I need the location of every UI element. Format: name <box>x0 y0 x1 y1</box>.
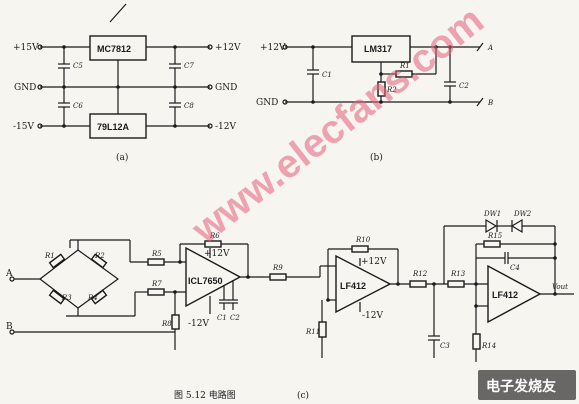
a-in-gnd-label: GND <box>14 83 36 93</box>
c-r8-label: R8 <box>161 320 172 328</box>
b-r2-label: R2 <box>386 86 397 94</box>
c-amp1-pos-label: +12V <box>204 249 230 259</box>
c-amp1-neg-label: -12V <box>188 319 209 329</box>
c-c1-label: C1 <box>217 314 227 322</box>
b-r1-label: R1 <box>399 62 410 70</box>
b-reg-label: LM317 <box>364 44 392 54</box>
b-in-pos-label: +12V <box>260 43 286 53</box>
c-r2-label: R2 <box>94 252 105 260</box>
c-amp2-label: LF412 <box>340 281 366 291</box>
c-dw1-label: DW1 <box>483 210 501 218</box>
a-reg-pos-label: MC7812 <box>97 44 131 54</box>
c-r9-label: R9 <box>272 264 283 272</box>
c-dw2-label: DW2 <box>513 210 532 218</box>
c-r10-label: R10 <box>355 236 371 244</box>
c-caption: (c) <box>297 390 309 401</box>
mc7812-regulator <box>89 35 147 61</box>
c-r15-label: R15 <box>487 232 503 240</box>
logo-text: 电子发烧友 <box>486 378 556 395</box>
panel-b: +12V GND LM317 C1 C2 R1 R2 A B (b) <box>256 35 493 163</box>
panel-a: +15V GND -15V MC7812 79L12A +12V GND -12… <box>13 3 241 163</box>
c-r13-label: R13 <box>450 270 466 278</box>
a-out-pos-label: +12V <box>215 43 241 53</box>
c-amp3-label: LF412 <box>492 290 518 300</box>
c-r7-label: R7 <box>151 280 162 288</box>
a-out-neg-label: -12V <box>215 122 236 132</box>
b-out-a-label: A <box>487 44 493 52</box>
c-r3-label: R3 <box>61 294 72 302</box>
a-in-neg-label: -15V <box>13 122 34 132</box>
c-c2-label: C2 <box>230 314 240 322</box>
c-amp2-neg-label: -12V <box>362 311 383 321</box>
a-c5-label: C5 <box>73 62 83 70</box>
b-c2-label: C2 <box>459 82 469 90</box>
c-r6-label: R6 <box>209 232 220 240</box>
b-caption: (b) <box>370 152 383 163</box>
a-in-pos-label: +15V <box>13 43 39 53</box>
site-logo: 电子发烧友 <box>478 370 576 400</box>
c-r14-label: R14 <box>481 342 496 350</box>
c-r12-label: R12 <box>412 270 428 278</box>
c-in-b-label: B <box>6 322 13 332</box>
c-amp1-label: ICL7650 <box>188 276 223 286</box>
a-c6-label: C6 <box>73 102 83 110</box>
c-r1-label: R1 <box>44 252 55 260</box>
bridge <box>39 249 120 309</box>
panel-c: A B R1 R2 R3 R4 R5 R7 R8 R6 +12V ICL7650… <box>5 210 574 401</box>
b-out-b-label: B <box>487 99 493 107</box>
c-c4-label: C4 <box>510 264 520 272</box>
c-r11-label: R11 <box>305 328 320 336</box>
c-in-a-label: A <box>5 269 13 279</box>
c-rs-label: R5 <box>151 250 162 258</box>
a-c8-label: C8 <box>184 102 194 110</box>
c-vout-label: Vout <box>552 283 568 291</box>
a-reg-neg-label: 79L12A <box>97 122 130 132</box>
figure-caption: 图 5.12 电路图 <box>174 389 236 401</box>
b-in-gnd-label: GND <box>256 98 278 108</box>
c-r4-label: R4 <box>87 294 98 302</box>
icl7650-amp <box>185 246 242 308</box>
a-c7-label: C7 <box>184 62 194 70</box>
c-amp2-pos-label: +12V <box>361 257 387 267</box>
stray-mark <box>109 3 127 23</box>
79l12a-regulator <box>89 113 147 139</box>
a-caption: (a) <box>116 152 128 163</box>
a-out-gnd-label: GND <box>215 83 237 93</box>
b-c1-label: C1 <box>322 71 332 79</box>
lf412-amp-1 <box>335 254 392 314</box>
lf412-amp-2 <box>487 264 542 324</box>
c-c3-label: C3 <box>440 342 450 350</box>
